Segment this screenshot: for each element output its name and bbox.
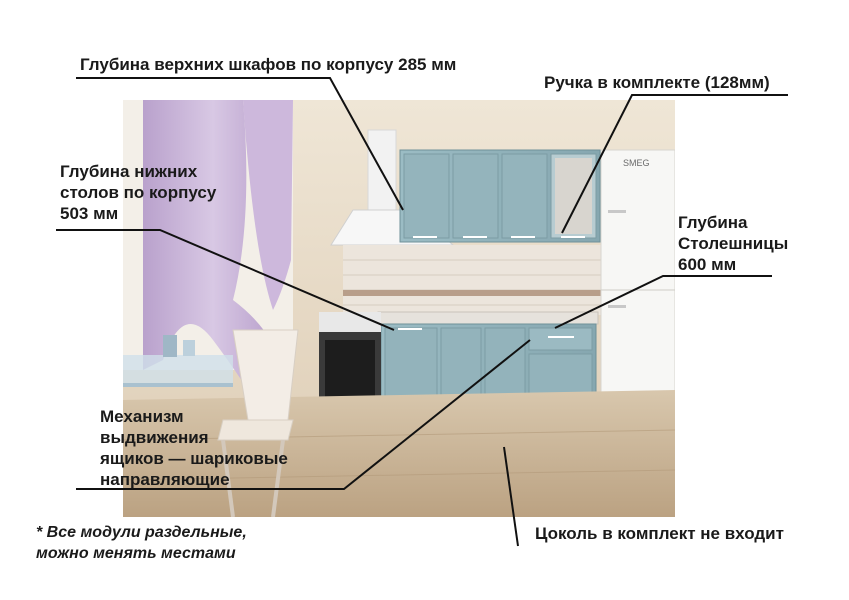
lower-depth-label: Глубина нижних столов по корпусу 503 мм [60,162,217,223]
footnote: * Все модули раздельные, можно менять ме… [36,524,247,562]
upper-cabinets [399,149,601,243]
handle-label: Ручка в комплекте (128мм) [544,73,770,92]
upper-depth-label: Глубина верхних шкафов по корпусу 285 мм [80,55,457,74]
countertop-label: Глубина Столешницы 600 мм [678,213,789,274]
drawers-label: Механизм выдвижения ящиков — шариковые н… [100,407,288,489]
fridge-brand-text: SMEG [623,158,650,168]
plinth-label: Цоколь в комплект не входит [535,524,784,543]
